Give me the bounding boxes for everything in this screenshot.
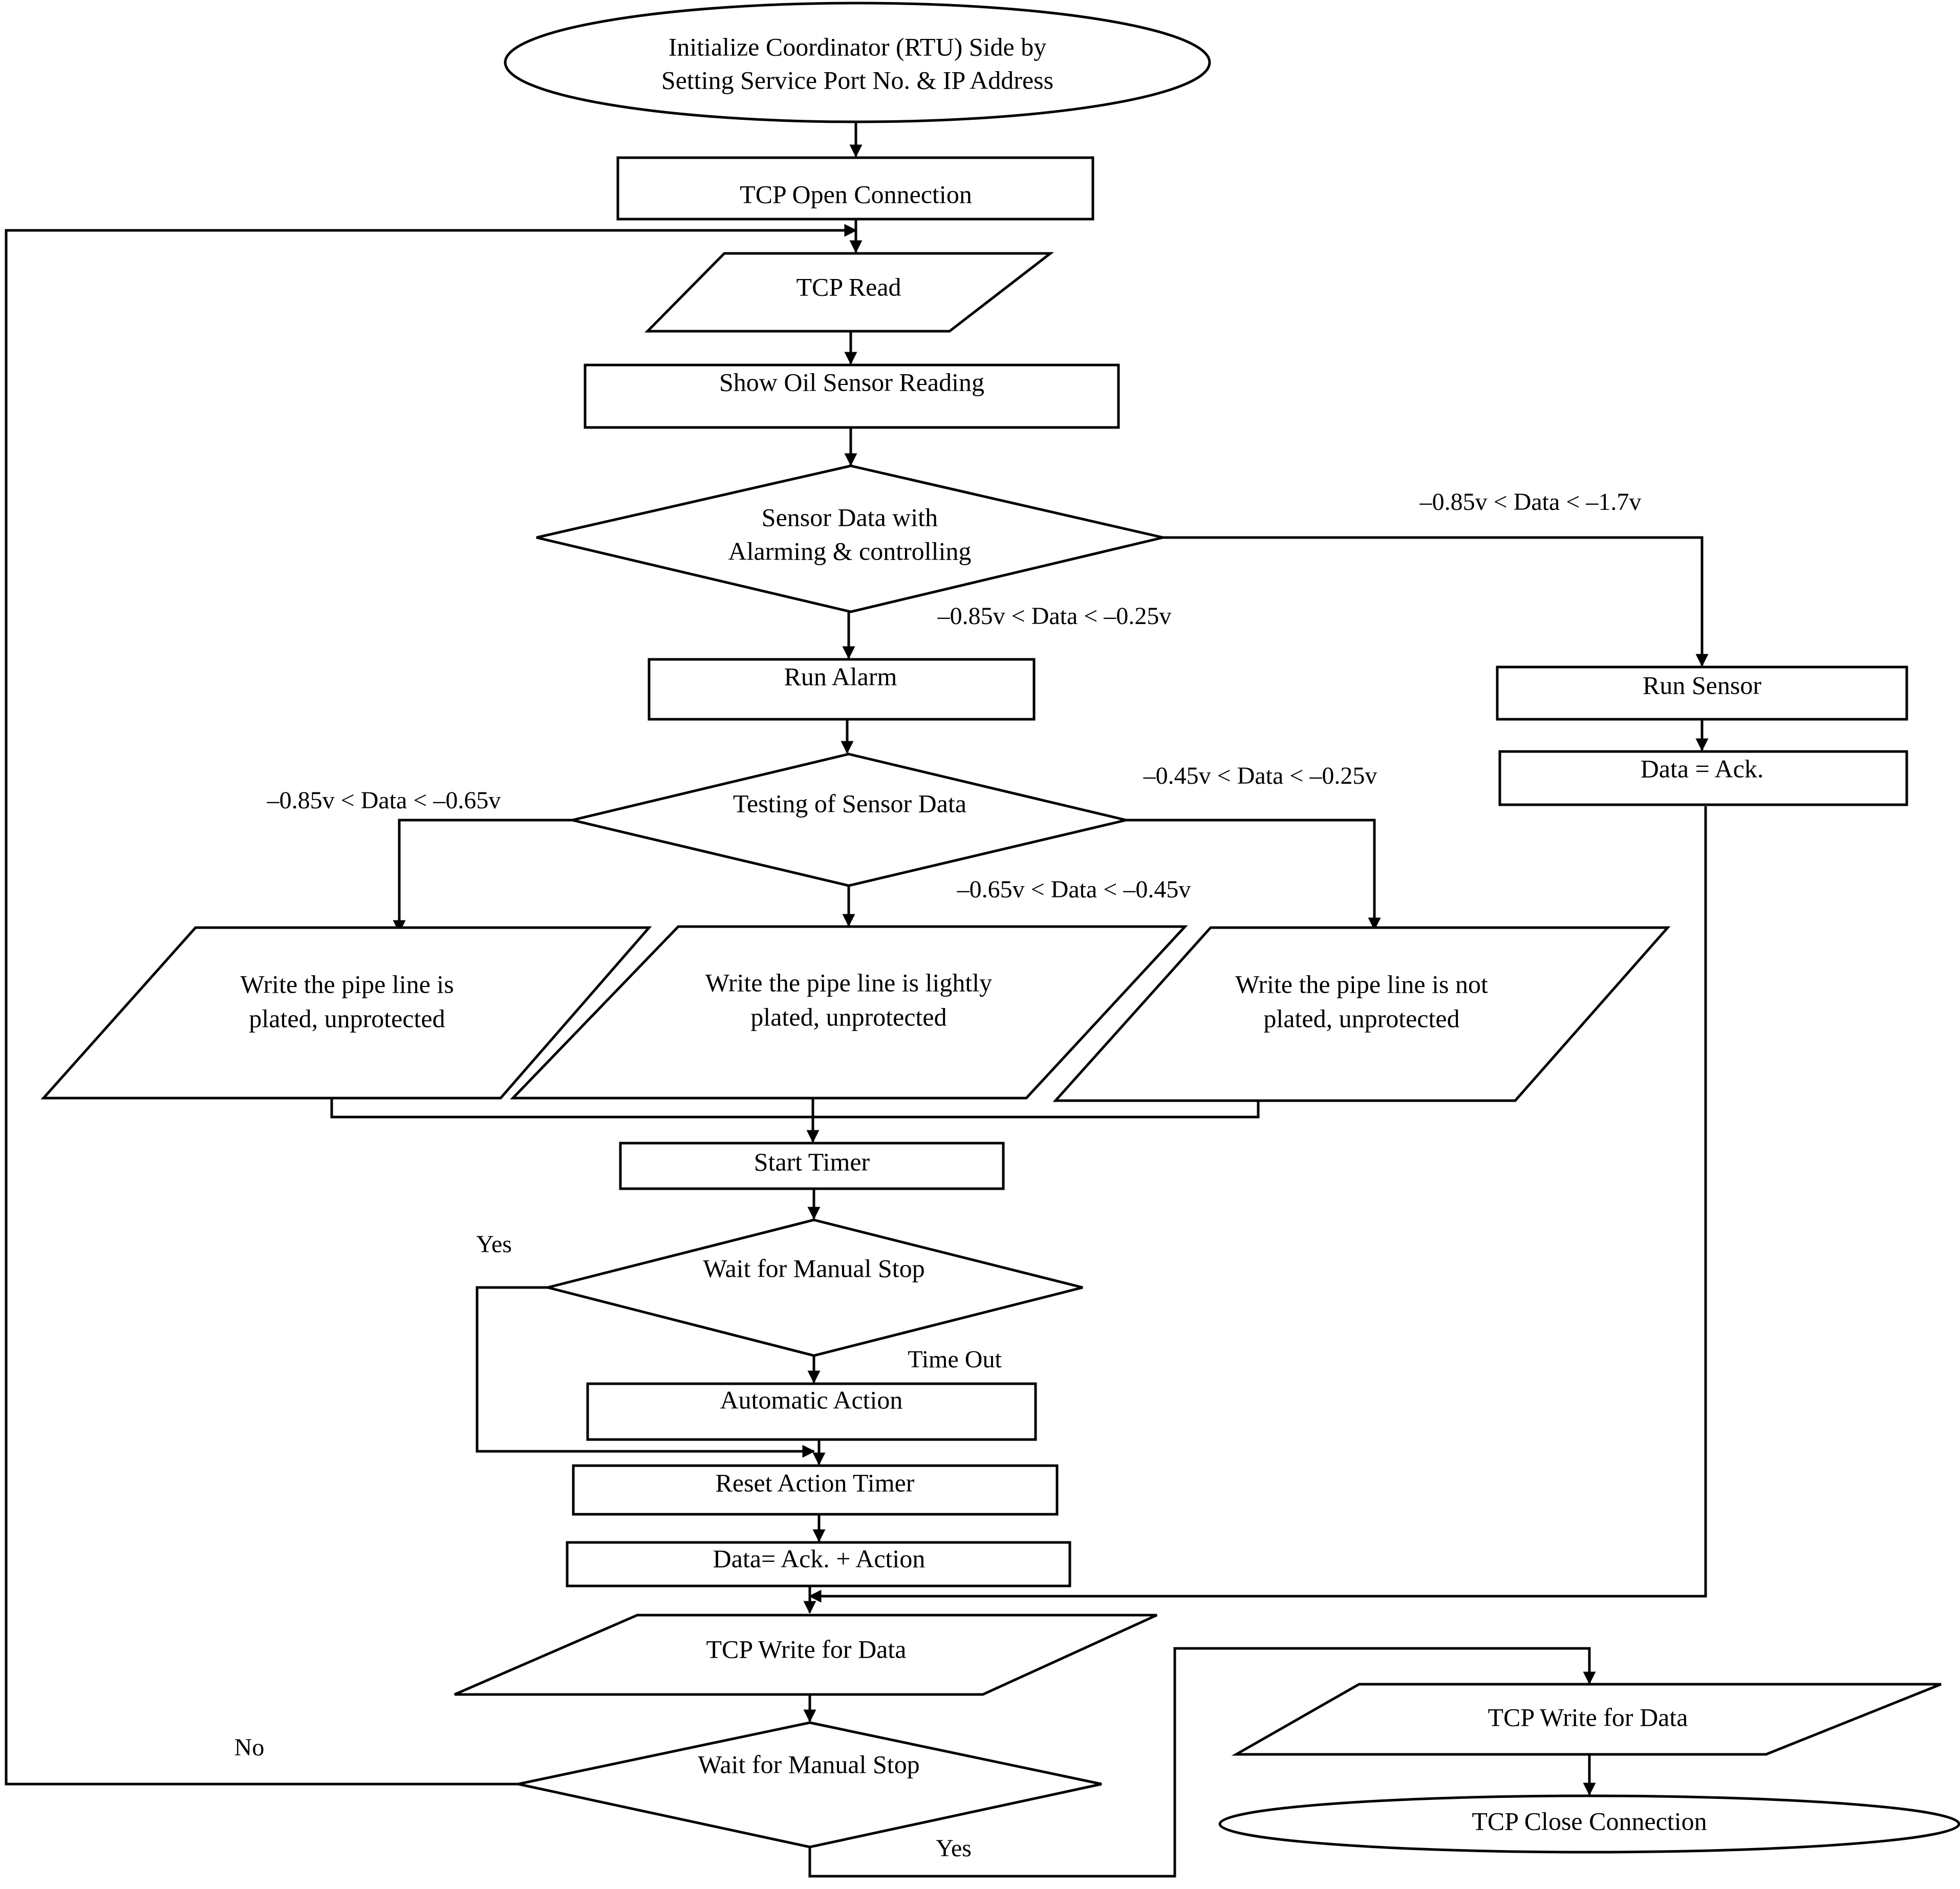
node-wait2-label: Wait for Manual Stop [698,1750,919,1778]
edge-label-to-run-sensor: –0.85v < Data < –1.7v [1419,488,1642,516]
edge-label-wait1-timeout: Time Out [908,1346,1002,1373]
node-run-sensor: Run Sensor [1496,666,1908,721]
node-show-oil-label: Show Oil Sensor Reading [719,368,984,396]
node-write-not-plated-line-1: Write the pipe line is not [1235,970,1488,998]
node-auto-action-label: Automatic Action [720,1385,903,1414]
edge-wait2-yes-to-write2 [808,1647,1596,1878]
node-testing-label: Testing of Sensor Data [733,789,966,818]
edge-label-wait2-yes: Yes [936,1835,972,1862]
node-start-timer: Start Timer [619,1142,1005,1190]
node-sensor-decision: Sensor Data with Alarming & controlling [536,464,1164,613]
node-write-lightly: Write the pipe line is lightly plated, u… [510,925,1188,1100]
node-run-alarm-label: Run Alarm [784,662,897,691]
node-tcp-read: TCP Read [644,252,1054,333]
node-sensor-decision-line-1: Sensor Data with [762,503,938,531]
node-tcp-open: TCP Open Connection [616,156,1094,221]
edge-testing-to-not-plated [1126,819,1381,931]
node-write-plated: Write the pipe line is plated, unprotect… [40,926,652,1100]
node-tcp-read-label: TCP Read [796,272,901,301]
edge-label-to-not-plated: –0.45v < Data < –0.25v [1143,762,1377,789]
node-write-lightly-line-1: Write the pipe line is lightly [705,968,992,997]
edge-testing-to-plated [393,819,572,933]
node-start-timer-label: Start Timer [754,1147,870,1176]
node-tcp-close-label: TCP Close Connection [1472,1807,1707,1835]
node-sensor-decision-line-2: Alarming & controlling [728,536,972,565]
node-data-ack-action-label: Data= Ack. + Action [713,1544,925,1573]
edge-label-to-lightly: –0.65v < Data < –0.45v [957,876,1191,903]
node-write-not-plated: Write the pipe line is not plated, unpro… [1052,926,1671,1102]
edge-label-wait1-yes: Yes [476,1231,512,1258]
node-tcp-write-1-label: TCP Write for Data [706,1635,907,1663]
edge-decision-to-run-sensor [1163,536,1709,667]
node-reset-timer-label: Reset Action Timer [716,1468,915,1497]
node-write-not-plated-line-2: plated, unprotected [1263,1004,1459,1033]
node-wait2: Wait for Manual Stop [518,1721,1102,1849]
node-data-ack-label: Data = Ack. [1641,754,1764,783]
node-tcp-write-2: TCP Write for Data [1231,1683,1942,1756]
node-write-plated-line-1: Write the pipe line is [240,970,454,998]
edges [5,122,1709,1878]
node-init: Initialize Coordinator (RTU) Side by Set… [504,2,1211,123]
node-init-line-2: Setting Service Port No. & IP Address [661,66,1053,94]
node-tcp-write-1: TCP Write for Data [454,1614,1158,1696]
node-run-sensor-label: Run Sensor [1643,671,1761,699]
node-wait1: Wait for Manual Stop [547,1218,1083,1357]
node-data-ack-action: Data= Ack. + Action [566,1541,1071,1587]
edge-wait1-yes-bypass [476,1286,815,1458]
edge-wait2-no-loop [5,224,857,1786]
edge-label-to-run-alarm: –0.85v < Data < –0.25v [937,603,1172,630]
node-init-line-1: Initialize Coordinator (RTU) Side by [669,32,1047,61]
node-auto-action: Automatic Action [586,1382,1037,1441]
edge-ack-to-write1 [808,806,1707,1603]
node-data-ack: Data = Ack. [1498,750,1908,806]
node-reset-timer: Reset Action Timer [572,1464,1059,1516]
edge-label-wait2-no: No [234,1734,265,1761]
node-testing: Testing of Sensor Data [572,753,1127,887]
edge-label-to-plated: –0.85v < Data < –0.65v [267,787,501,814]
node-write-lightly-line-2: plated, unprotected [750,1002,946,1031]
edge-merge-writes [330,1098,1260,1119]
edge-labels: –0.85v < Data < –1.7v –0.85v < Data < –0… [234,488,1642,1862]
node-tcp-open-label: TCP Open Connection [740,180,972,208]
node-show-oil: Show Oil Sensor Reading [584,363,1120,429]
node-wait1-label: Wait for Manual Stop [703,1254,924,1282]
node-tcp-close: TCP Close Connection [1218,1794,1960,1854]
node-tcp-write-2-label: TCP Write for Data [1488,1703,1688,1731]
node-write-plated-line-2: plated, unprotected [249,1004,445,1033]
node-run-alarm: Run Alarm [648,658,1036,721]
